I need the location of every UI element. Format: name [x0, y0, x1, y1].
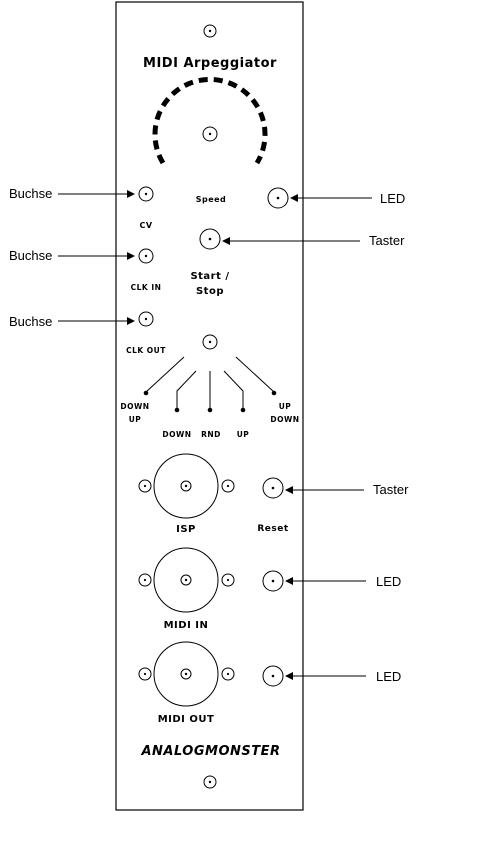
mounting-hole-bottom — [203, 775, 217, 789]
mode-selector-dots — [143, 390, 277, 413]
start-stop-button — [199, 228, 221, 250]
isp-screw-right — [221, 479, 235, 493]
panel-title: MIDI Arpeggiator — [143, 56, 277, 71]
midi-in-connector — [153, 547, 219, 613]
midi-out-screw-right — [221, 667, 235, 681]
mode-selector-lines — [145, 356, 275, 409]
mounting-hole-top — [203, 24, 217, 38]
callout-taster-2: Taster — [373, 482, 409, 497]
label-midi-in: MIDI IN — [164, 620, 209, 631]
callout-led-1: LED — [380, 191, 405, 206]
speed-led — [267, 187, 289, 209]
brand-logo-text: ANALOGMONSTER — [140, 744, 280, 759]
clk-out-jack — [138, 311, 154, 327]
isp-screw-left — [138, 479, 152, 493]
label-midi-out: MIDI OUT — [158, 714, 215, 725]
label-down-up-2: UP — [129, 415, 142, 424]
midi-in-screw-left — [138, 573, 152, 587]
label-cv: CV — [139, 221, 152, 230]
label-start-stop-2: Stop — [196, 286, 224, 297]
reset-button — [262, 477, 284, 499]
label-start-stop-1: Start / — [190, 271, 229, 282]
callout-buchse-1: Buchse — [9, 186, 52, 201]
callout-buchse-2: Buchse — [9, 248, 52, 263]
label-clk-out: CLK OUT — [126, 346, 166, 355]
midi-out-connector — [153, 641, 219, 707]
midi-in-screw-right — [221, 573, 235, 587]
label-rnd: RND — [201, 430, 221, 439]
midi-out-led — [262, 665, 284, 687]
isp-connector — [153, 453, 219, 519]
label-speed: Speed — [196, 195, 227, 204]
label-down-up-1: DOWN — [120, 402, 149, 411]
speed-scale-arc — [152, 76, 268, 165]
label-isp: ISP — [176, 524, 196, 535]
clk-in-jack — [138, 248, 154, 264]
speed-knob — [202, 126, 218, 142]
callout-led-2: LED — [376, 574, 401, 589]
cv-jack — [138, 186, 154, 202]
mode-selector-switch — [202, 334, 218, 350]
label-clk-in: CLK IN — [131, 283, 162, 292]
callout-led-3: LED — [376, 669, 401, 684]
callout-buchse-3: Buchse — [9, 314, 52, 329]
label-up: UP — [237, 430, 250, 439]
midi-out-screw-left — [138, 667, 152, 681]
midi-in-led — [262, 570, 284, 592]
label-down: DOWN — [162, 430, 191, 439]
label-reset: Reset — [257, 524, 288, 534]
callout-taster-1: Taster — [369, 233, 405, 248]
label-up-down-2: DOWN — [270, 415, 299, 424]
label-up-down-1: UP — [279, 402, 292, 411]
